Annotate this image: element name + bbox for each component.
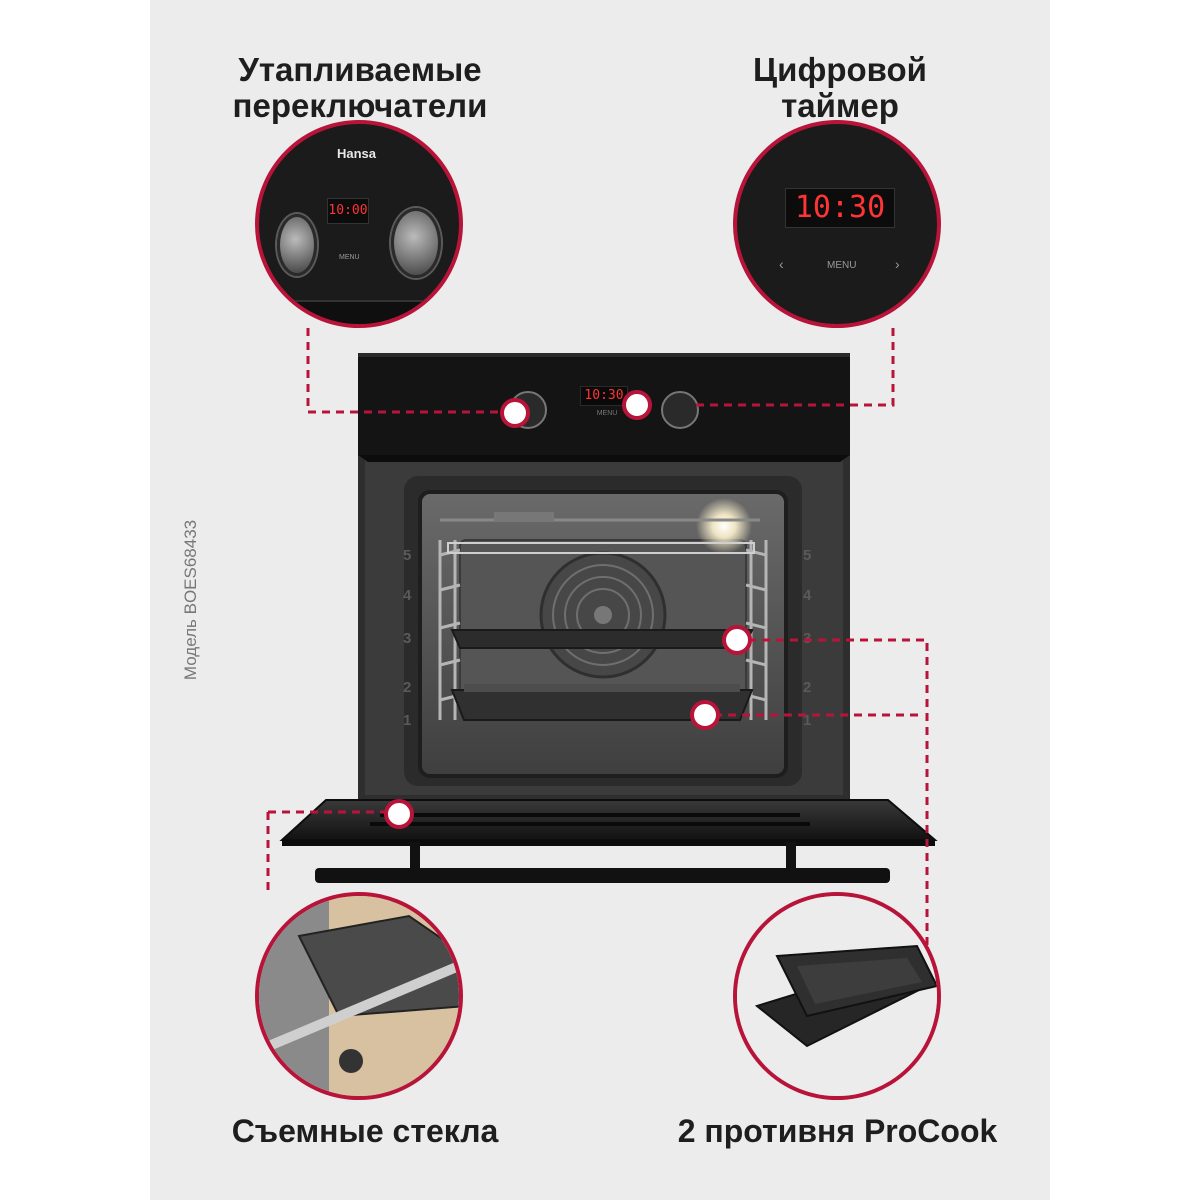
heading-removable-glass: Съемные стекла bbox=[231, 1113, 499, 1149]
tray-icon bbox=[450, 629, 754, 721]
marker-icon-tray-lower[interactable] bbox=[690, 700, 720, 730]
knob-icon[interactable] bbox=[277, 214, 317, 276]
shelf-level-label: 2 bbox=[403, 679, 411, 696]
lamp-icon bbox=[696, 498, 752, 554]
shelf-level-label: 2 bbox=[803, 679, 811, 696]
callout-line-knobs bbox=[306, 328, 500, 414]
marker-icon-tray-upper[interactable] bbox=[722, 625, 752, 655]
main-menu-label[interactable]: MENU bbox=[596, 410, 618, 417]
shelf-level-label: 4 bbox=[803, 587, 812, 604]
heading-procook-trays: 2 противня ProCook bbox=[677, 1113, 998, 1149]
zoom-knobs: Hansa 10:00 MENU bbox=[255, 120, 463, 328]
shelf-level-label: 5 bbox=[403, 547, 411, 564]
chevron-right-icon[interactable]: › bbox=[895, 256, 900, 272]
zoom-removable-glass bbox=[255, 892, 463, 1100]
shelf-level-label: 1 bbox=[403, 712, 411, 729]
zoom-display: 10:00 bbox=[327, 198, 369, 224]
heading-retractable-knobs: Утапливаемые переключатели bbox=[232, 51, 488, 124]
timer-display: 10:30 bbox=[785, 188, 895, 228]
zoom-procook-trays bbox=[733, 892, 941, 1100]
shelf-level-label: 5 bbox=[803, 547, 811, 564]
main-display: 10:30 bbox=[580, 386, 628, 406]
shelf-level-label: 3 bbox=[403, 630, 411, 647]
marker-icon-knob[interactable] bbox=[500, 398, 530, 428]
heading-digital-timer: Цифровой таймер bbox=[753, 51, 927, 124]
fan-icon bbox=[539, 551, 667, 679]
timer-menu-label[interactable]: MENU bbox=[827, 260, 857, 271]
callout-line-timer bbox=[690, 328, 895, 407]
shelf-level-label: 1 bbox=[803, 712, 811, 729]
brand-logo: Hansa bbox=[337, 146, 377, 161]
marker-icon-timer[interactable] bbox=[622, 390, 652, 420]
shelf-level-label: 4 bbox=[403, 587, 412, 604]
zoom-timer: 10:30 MENU ‹ › bbox=[733, 120, 941, 328]
zoom-menu-label[interactable]: MENU bbox=[339, 254, 360, 261]
chevron-left-icon[interactable]: ‹ bbox=[779, 256, 784, 272]
knob-icon[interactable] bbox=[391, 208, 441, 278]
callout-line-trays bbox=[748, 638, 929, 950]
oven-door bbox=[279, 799, 938, 841]
knob-icon bbox=[661, 391, 699, 429]
marker-icon-glass[interactable] bbox=[384, 799, 414, 829]
door-handle bbox=[315, 868, 890, 883]
